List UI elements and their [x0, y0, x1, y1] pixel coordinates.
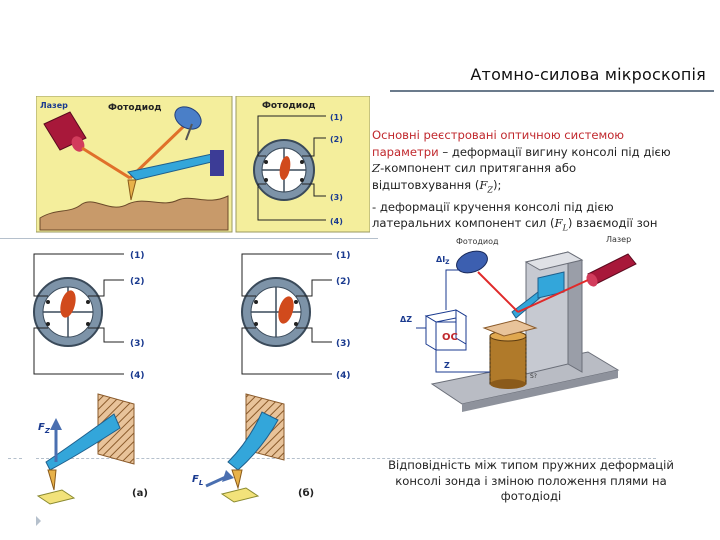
- diagram-a-output-3: (3): [130, 339, 145, 349]
- laser-label-3d: Лазер: [606, 235, 631, 244]
- delta-iz-subscript: Z: [445, 259, 450, 266]
- afm-apparatus-illustration: Фотодиод Лазер OC ΔIZ ΔZ Z S?: [400, 235, 637, 412]
- torsion-deformation-b: FL (б): [192, 393, 314, 503]
- photodiode-output-2: (2): [330, 135, 343, 144]
- photodiode-output-3: (3): [330, 193, 343, 202]
- diagram-b-output-4: (4): [336, 371, 351, 381]
- figure-label-b: (б): [298, 487, 314, 499]
- svg-text:ΔIZ: ΔIZ: [436, 255, 450, 266]
- sample-stage: [482, 319, 538, 337]
- diagram-b-output-3: (3): [336, 339, 351, 349]
- title-divider: [390, 90, 714, 92]
- description-text-3: );: [492, 177, 502, 192]
- feedback-box: OC: [424, 309, 468, 351]
- description-highlight: Основні реєстровані оптичною системою па…: [372, 128, 625, 159]
- laser-label: Лазер: [40, 101, 68, 110]
- z-label: Z: [444, 361, 450, 370]
- sample-surface: [39, 195, 229, 231]
- cantilever: [126, 150, 224, 201]
- photodiode-3d: [456, 250, 488, 274]
- photodiode-output-4: (4): [330, 217, 343, 226]
- z-symbol: Z: [372, 161, 381, 176]
- cantilever-deformation-figure: FZ (а) FL (б): [36, 393, 314, 505]
- photodiode-diagram-a: (1) (2) (3) (4): [33, 251, 145, 381]
- afm-optical-scheme: Лазер Фотодиод Фотодиод (1) (2) (3) (4): [36, 96, 370, 233]
- quadrant-photodiode: [253, 139, 315, 201]
- corner-mark: [36, 516, 41, 526]
- panel-divider: [0, 238, 378, 239]
- laser-beam: [81, 146, 131, 180]
- reflected-beam-3d: [477, 271, 519, 313]
- description-paragraph-2: - деформації кручення консолі під дією л…: [372, 199, 672, 238]
- description-paragraph-1: Основні реєстровані оптичною системою па…: [372, 127, 672, 199]
- photodiode-label-3d: Фотодиод: [456, 237, 499, 246]
- description-text-2: -компонент сил притягання або відштовхув…: [372, 161, 577, 192]
- diagram-b-output-1: (1): [336, 251, 351, 261]
- description-text-1: – деформації вигину консолі під дією: [438, 144, 671, 159]
- figure-caption: Відповідність між типом пружних деформац…: [388, 458, 674, 503]
- fz-subscript: Z: [487, 185, 493, 195]
- fz-force-label: F: [38, 422, 45, 433]
- slide-title: Атомно-силова мікроскопія: [470, 65, 706, 84]
- svg-text:FL: FL: [192, 474, 203, 487]
- photodiode-diagram-b: (1) (2) (3) (4): [241, 251, 351, 381]
- laser-device-3d: [586, 253, 637, 287]
- diagram-a-output-4: (4): [130, 371, 145, 381]
- feedback-oc-label: OC: [442, 332, 458, 343]
- figure-label-a: (а): [132, 488, 148, 499]
- piezo-scanner: [489, 330, 527, 389]
- bending-deformation-a: FZ (а): [36, 393, 148, 505]
- svg-text:FZ: FZ: [38, 422, 51, 435]
- signal-wires: [257, 115, 326, 221]
- delta-z-label: ΔZ: [400, 315, 412, 324]
- fl-subscript: L: [562, 223, 568, 233]
- scanner-tag: S?: [530, 373, 537, 380]
- description-text-4: - деформації кручення консолі під дією л…: [372, 199, 614, 231]
- photodiode-output-1: (1): [330, 113, 343, 122]
- bottom-dashed-divider-left: [8, 458, 22, 459]
- laser-beam-3d: [517, 279, 589, 313]
- photodiode-label-2: Фотодиод: [262, 101, 316, 111]
- description-text-5: ) взаємодії зон: [567, 216, 658, 231]
- photodiode-label: Фотодиод: [108, 103, 162, 113]
- diagram-a-output-2: (2): [130, 277, 145, 287]
- bottom-dashed-divider: [36, 458, 656, 459]
- feedback-wiring: [416, 269, 490, 373]
- fl-force-subscript: L: [199, 479, 203, 487]
- fl-symbol: F: [554, 216, 563, 231]
- support-column: [524, 251, 584, 375]
- delta-iz-label: ΔI: [436, 255, 445, 264]
- fz-force-subscript: Z: [44, 427, 51, 435]
- photodiode-disk: [174, 106, 202, 141]
- fz-symbol: F: [479, 177, 488, 192]
- fl-force-label: F: [192, 474, 199, 485]
- diagram-b-output-2: (2): [336, 277, 351, 287]
- photodiode-signal-diagrams: (1) (2) (3) (4) (1) (2) (3) (4): [33, 251, 351, 381]
- description-text: Основні реєстровані оптичною системою па…: [372, 127, 672, 237]
- laser-device: [43, 111, 87, 152]
- diagram-a-output-1: (1): [130, 251, 145, 261]
